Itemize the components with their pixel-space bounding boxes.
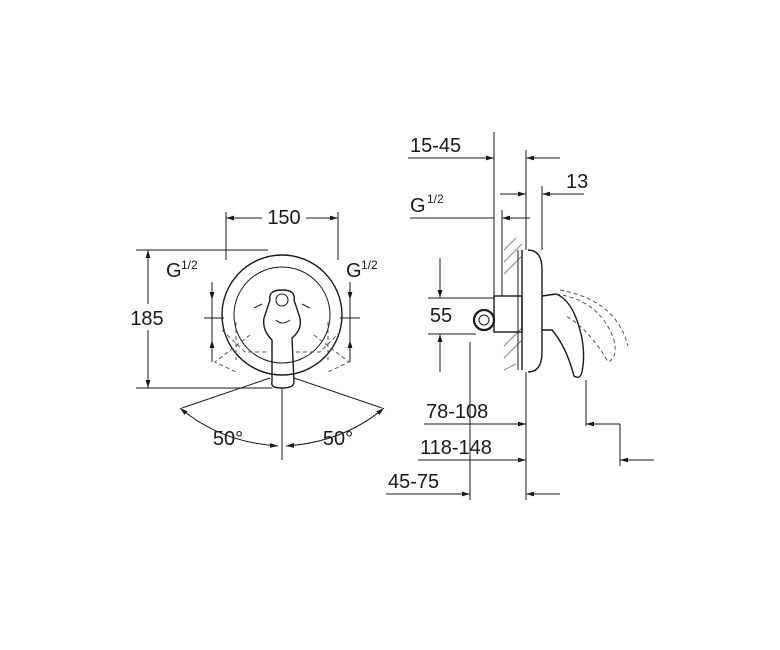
thread-left-label: G	[166, 260, 182, 282]
inlet-dimension-label: 55	[430, 305, 452, 327]
inlet-connection	[472, 308, 496, 332]
side-thread-label: G	[410, 195, 426, 217]
handle-profile-dashed-outer	[559, 289, 629, 347]
width-dimension-label: 150	[267, 207, 300, 229]
depth-1-label: 78-108	[426, 401, 488, 423]
side-view: 15-45 13 G 1/2 55 78-108 118-148 45-	[386, 132, 654, 500]
depth-3-label: 45-75	[388, 471, 439, 493]
angle-left-line	[181, 377, 271, 409]
escutcheon-inner-ring	[233, 266, 331, 364]
plate-dimension-label: 13	[566, 171, 588, 193]
flow-arrow-right	[301, 303, 311, 309]
wall-range-label: 15-45	[410, 135, 461, 157]
lever-handle	[262, 289, 302, 389]
concealed-body-outline	[221, 322, 343, 360]
wall-hatching	[503, 237, 523, 371]
handle-swing-right-dashed	[313, 334, 350, 373]
thread-right-fraction: 1/2	[361, 258, 378, 272]
lever-handle-detail	[275, 319, 291, 324]
thread-left-fraction: 1/2	[181, 258, 198, 272]
cover-plate	[527, 249, 543, 373]
angle-left-arc	[179, 407, 279, 448]
thread-right-label: G	[346, 260, 362, 282]
inlet-connection-inner	[478, 314, 490, 326]
height-dimension-label: 185	[130, 308, 163, 330]
angle-right-line	[293, 377, 383, 409]
handle-profile-dashed	[555, 293, 616, 363]
depth-2-label: 118-148	[420, 437, 492, 459]
handle-swing-left-dashed	[214, 334, 251, 373]
side-thread-fraction: 1/2	[427, 192, 444, 206]
handle-cap	[275, 293, 289, 307]
angle-right-arc	[285, 407, 385, 448]
flow-arrow-left	[253, 303, 263, 309]
escutcheon-plate	[221, 254, 343, 376]
handle-profile	[541, 293, 585, 379]
angle-right-label: 50°	[323, 428, 353, 450]
front-view: 150 185 G 1/2 G 1/2 50° 50°	[126, 204, 385, 460]
angle-left-label: 50°	[213, 428, 243, 450]
